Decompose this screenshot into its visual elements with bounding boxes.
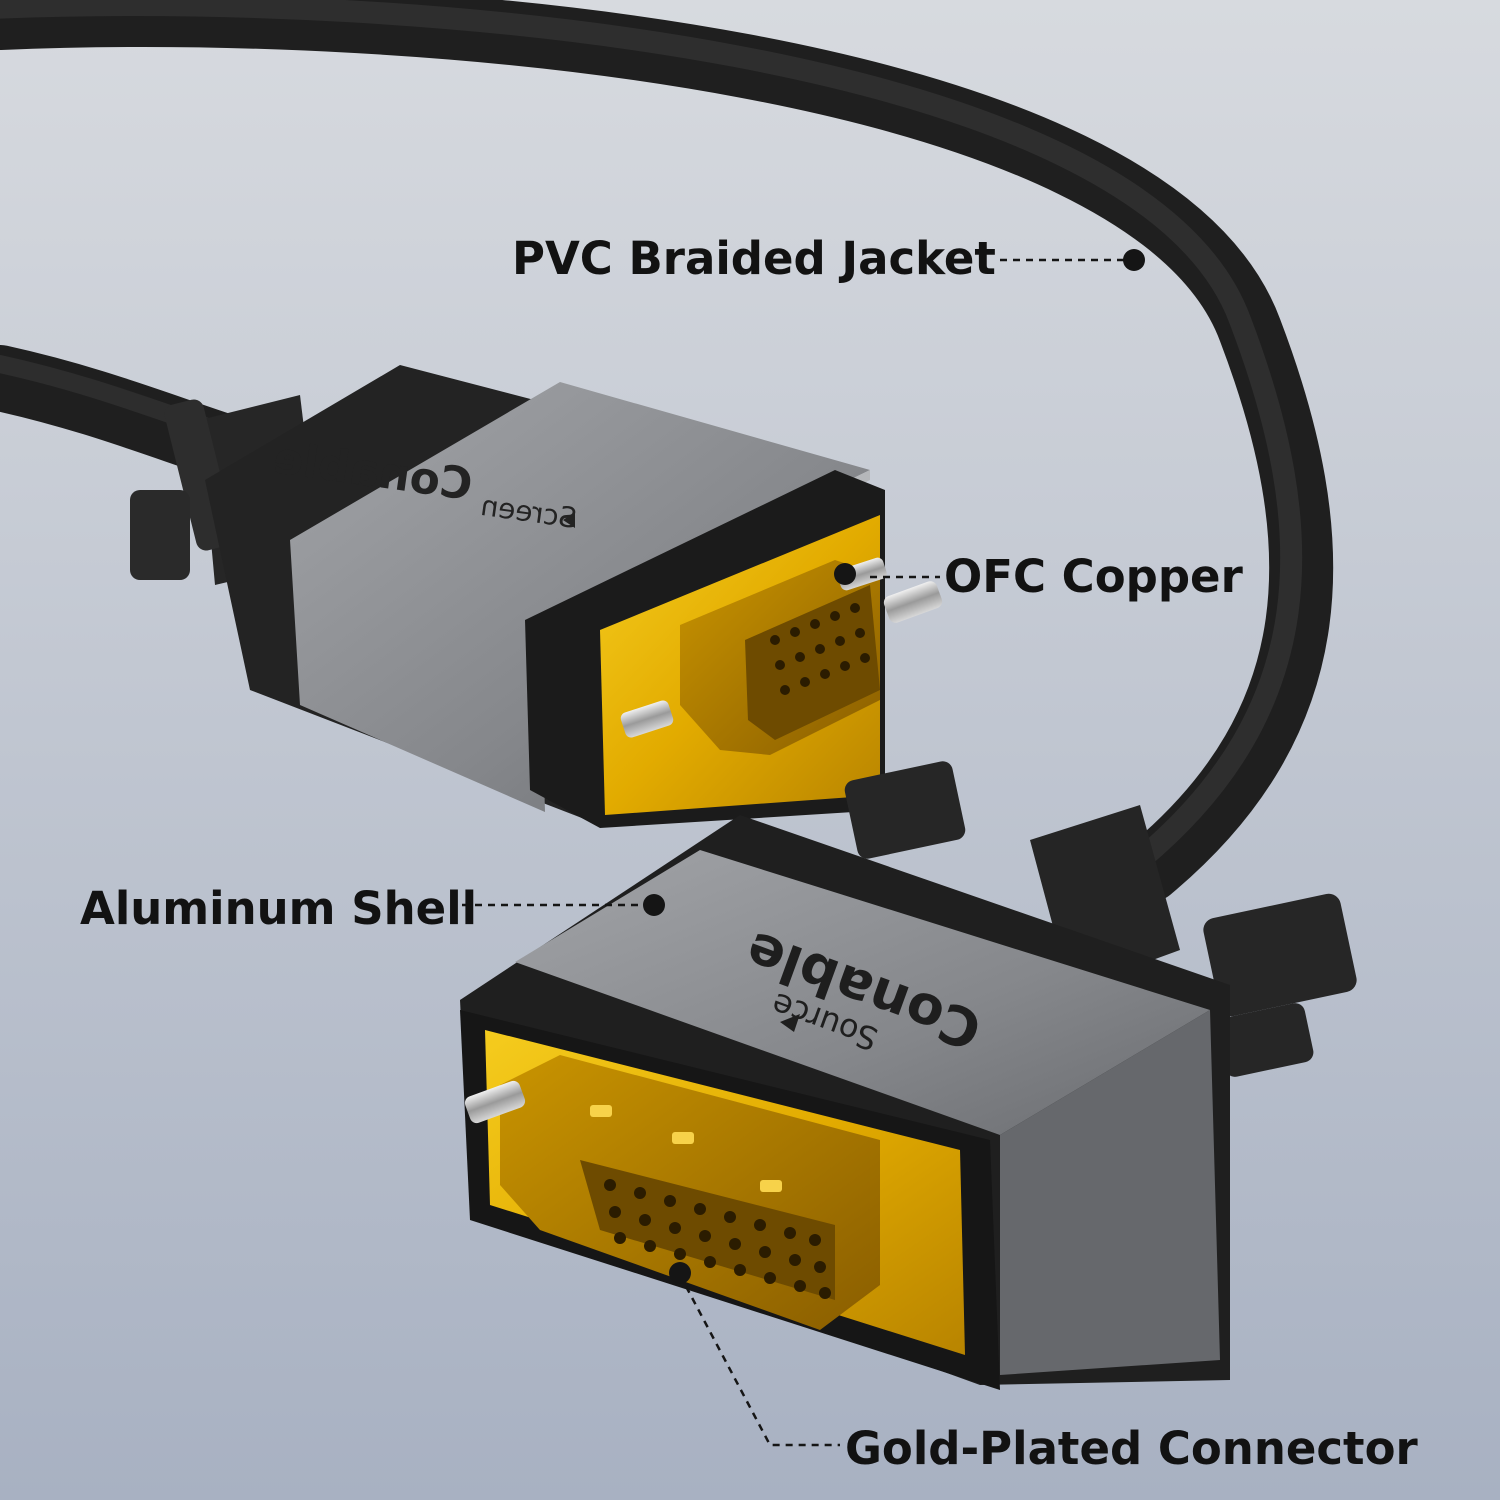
dvi-arrow-icon (780, 1014, 800, 1032)
callout-dots (643, 249, 1145, 1284)
dvi-connector: Conable Source (460, 581, 1357, 1390)
callout-aluminum-shell: Aluminum Shell (80, 882, 478, 935)
vga-connector: Conable Screen (130, 365, 887, 828)
callout-gold-connector: Gold-Plated Connector (845, 1422, 1418, 1475)
vga-arrow-icon (563, 512, 575, 528)
callout-pvc-jacket: PVC Braided Jacket (512, 232, 996, 285)
callout-leaders (462, 258, 1130, 1447)
callout-ofc-copper: OFC Copper (944, 550, 1243, 603)
